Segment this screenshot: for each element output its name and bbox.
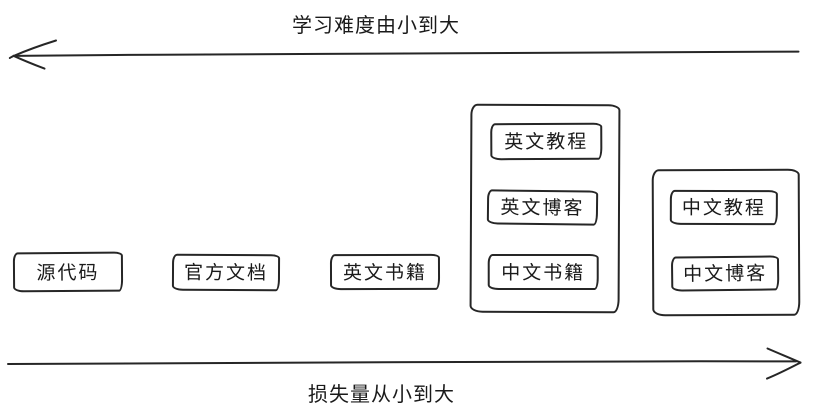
node-official-docs: 官方文档 (171, 253, 281, 292)
node-chinese-books-label: 中文书籍 (501, 261, 586, 284)
node-english-books-label: 英文书籍 (342, 261, 428, 284)
node-english-books: 英文书籍 (329, 253, 441, 291)
group-english-resources: 英文教程 英文博客 中文书籍 (469, 103, 621, 314)
node-source-code: 源代码 (12, 251, 124, 293)
node-english-tutorials: 英文教程 (490, 122, 603, 161)
node-english-tutorials-label: 英文教程 (504, 130, 589, 154)
node-english-blogs-label: 英文博客 (500, 196, 585, 220)
top-axis-label: 学习难度由小到大 (292, 13, 460, 37)
node-chinese-tutorials-label: 中文教程 (681, 196, 766, 220)
node-source-code-label: 源代码 (36, 261, 100, 284)
bottom-axis-label: 损失量从小到大 (308, 382, 455, 406)
node-chinese-blogs: 中文博客 (670, 255, 780, 292)
node-chinese-blogs-label: 中文博客 (683, 262, 768, 286)
left-arrow-icon (8, 39, 800, 70)
group-chinese-resources: 中文教程 中文博客 (651, 168, 801, 317)
node-official-docs-label: 官方文档 (183, 261, 269, 285)
right-arrow-icon (7, 347, 802, 380)
node-chinese-books: 中文书籍 (487, 253, 599, 291)
node-english-blogs: 英文博客 (486, 189, 599, 226)
node-chinese-tutorials: 中文教程 (669, 189, 778, 226)
